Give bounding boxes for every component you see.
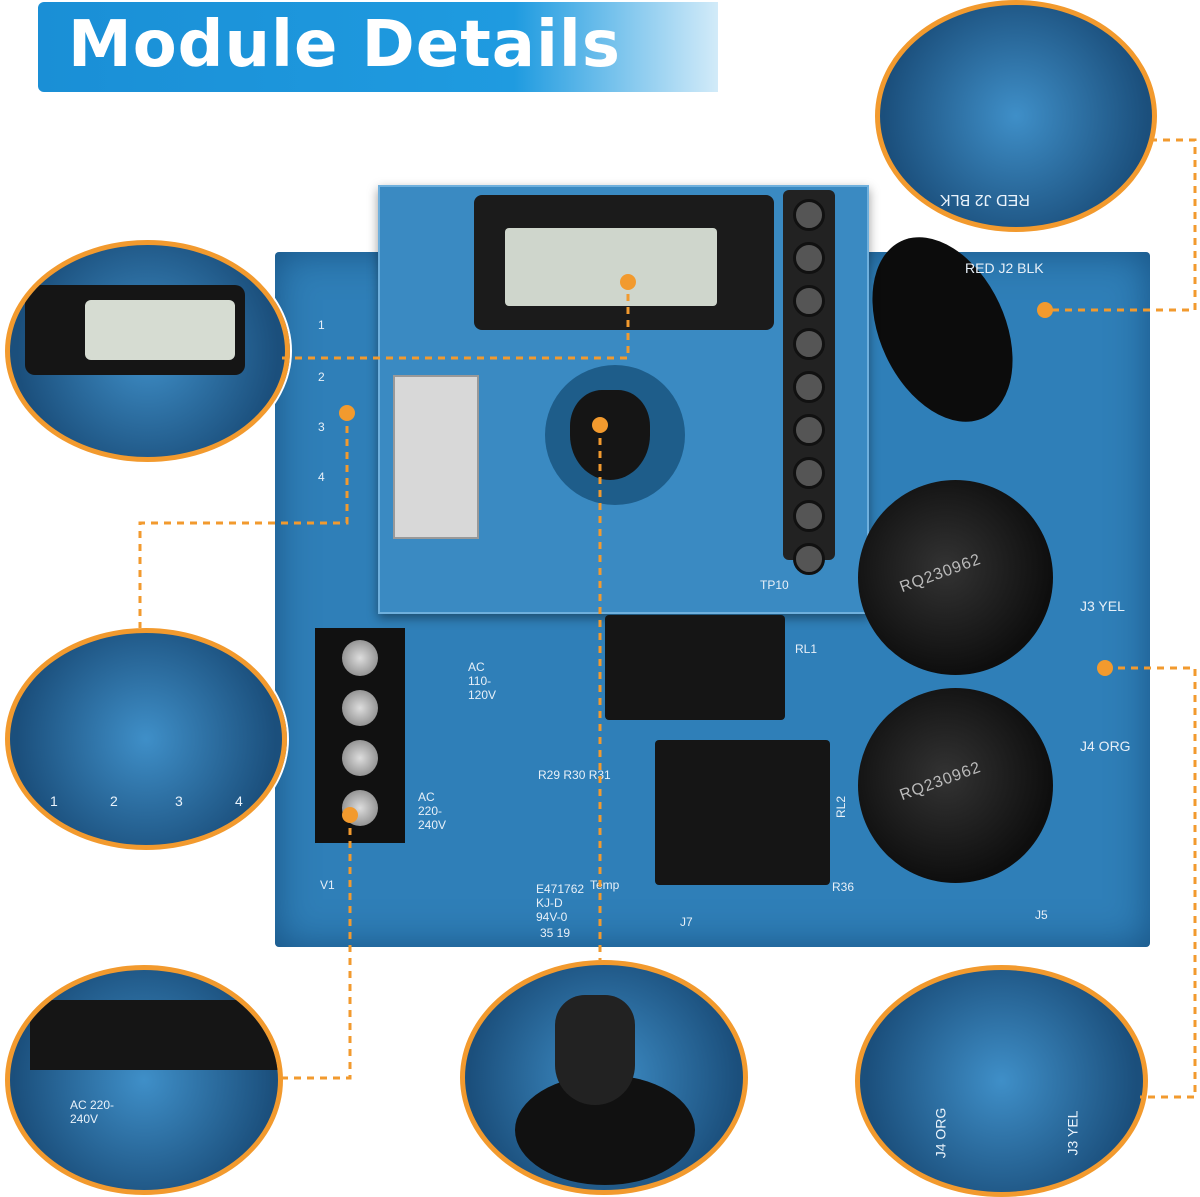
pin-3-label: 3 — [318, 420, 325, 434]
rotary-knob — [570, 390, 650, 480]
title-banner: Module Details — [38, 2, 718, 92]
capacitor: RQ230962 — [858, 688, 1053, 883]
terminal-block — [315, 628, 405, 843]
pin-2-label: 2 — [318, 370, 325, 384]
zoom-pin-2: 2 — [110, 793, 118, 809]
pin-1-label: 1 — [318, 318, 325, 332]
zoom-pin-4: 4 — [235, 793, 243, 809]
zoom-circle-knob — [460, 960, 748, 1195]
zoom-pin-3: 3 — [175, 793, 183, 809]
capacitor: RQ230962 — [858, 480, 1053, 675]
cert-2: KJ-D — [536, 896, 563, 910]
ac-high-label: AC 220-240V — [418, 790, 447, 832]
date-code: 35 19 — [540, 926, 571, 940]
zoom-pin-1: 1 — [50, 793, 58, 809]
zoom-circle-terminal: AC 220-240V — [5, 965, 283, 1195]
j7-label: J7 — [680, 915, 693, 929]
r36-label: R36 — [832, 880, 855, 894]
cert-3: 94V-0 — [536, 910, 568, 924]
resistor-labels: R29 R30 R31 — [538, 768, 611, 782]
rl1-label: RL1 — [795, 642, 818, 656]
cert-1: E471762 — [536, 882, 585, 896]
pin-header — [783, 190, 835, 575]
j4-label: J4 ORG — [1080, 738, 1131, 754]
zoom-circle-lcd — [5, 240, 290, 462]
zoom-terminal-label: AC 220-240V — [70, 1098, 115, 1126]
relay-rl2 — [655, 740, 830, 885]
tp10-label: TP10 — [760, 578, 789, 592]
v1-label: V1 — [320, 878, 335, 892]
lcd-screen — [505, 228, 717, 306]
zoom-circle-pins: 1 2 3 4 — [5, 628, 287, 850]
slide-switch — [393, 375, 479, 539]
title: Module Details — [68, 8, 621, 82]
ac-low-label: AC 110-120V — [468, 660, 497, 702]
relay-rl1 — [605, 615, 785, 720]
pin-4-label: 4 — [318, 470, 325, 484]
j3-label: J3 YEL — [1080, 598, 1125, 614]
zoom-circle-j2: RED J2 BLK — [875, 0, 1157, 232]
j5-label: J5 — [1035, 908, 1048, 922]
j2-label: RED J2 BLK — [965, 260, 1044, 276]
temp-label: Temp — [590, 878, 620, 892]
